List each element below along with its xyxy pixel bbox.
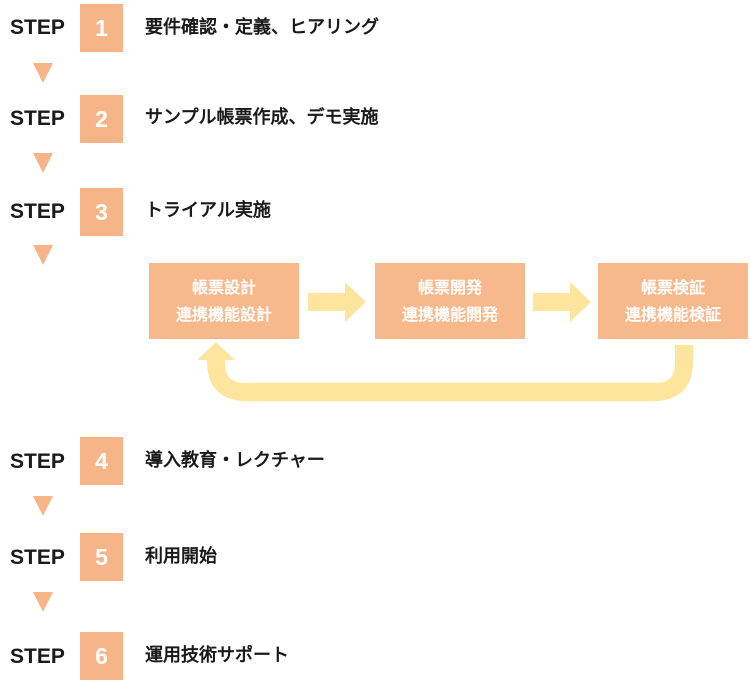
- step-1-title: 要件確認・定義、ヒアリング: [145, 17, 379, 38]
- step-1-label: STEP: [10, 16, 65, 39]
- process-box-development: 帳票開発 連携機能開発: [375, 263, 525, 339]
- process-development-line1: 帳票開発: [417, 278, 482, 297]
- step-4-number: 4: [80, 437, 123, 485]
- step-5-label: STEP: [10, 546, 65, 569]
- step-6-title: 運用技術サポート: [145, 645, 289, 666]
- step-6-label: STEP: [10, 645, 65, 668]
- step-3-title: トライアル実施: [145, 200, 271, 221]
- process-box-verification: 帳票検証 連携機能検証: [598, 263, 748, 339]
- down-arrow-icon: [33, 153, 53, 173]
- down-arrow-icon: [33, 245, 53, 265]
- step-2-number: 2: [80, 95, 123, 143]
- step-5-number: 5: [80, 533, 123, 581]
- step-3-label: STEP: [10, 200, 65, 223]
- down-arrow-icon: [33, 63, 53, 83]
- step-5-title: 利用開始: [145, 546, 217, 567]
- down-arrow-icon: [33, 592, 53, 612]
- step-4-label: STEP: [10, 450, 65, 473]
- process-verification-line2: 連携機能検証: [624, 305, 721, 324]
- process-design-line2: 連携機能設計: [175, 305, 272, 324]
- down-arrow-icon: [33, 496, 53, 516]
- right-arrow-icon: [308, 282, 366, 322]
- process-verification-line1: 帳票検証: [640, 278, 705, 297]
- process-design-line1: 帳票設計: [191, 278, 256, 297]
- process-development-line2: 連携機能開発: [401, 305, 498, 324]
- return-loop-arrow: [207, 345, 693, 401]
- process-box-design: 帳票設計 連携機能設計: [149, 263, 299, 339]
- step-4-title: 導入教育・レクチャー: [145, 450, 325, 471]
- up-arrow-icon: [197, 342, 235, 360]
- right-arrow-icon: [533, 282, 591, 322]
- step-1-number: 1: [80, 4, 123, 52]
- step-2-title: サンプル帳票作成、デモ実施: [145, 107, 379, 128]
- step-3-number: 3: [80, 188, 123, 236]
- step-2-label: STEP: [10, 107, 65, 130]
- step-6-number: 6: [80, 632, 123, 680]
